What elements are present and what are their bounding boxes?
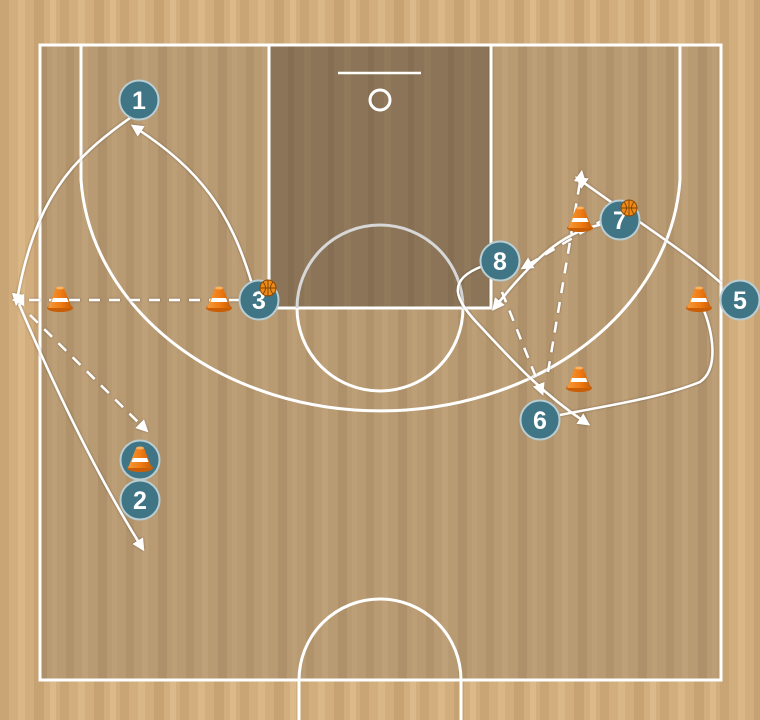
cut-line-1-to-wing <box>11 116 131 307</box>
pass-line-6-to-corner <box>546 169 587 373</box>
traffic-cone-icon <box>127 446 153 472</box>
player-4[interactable] <box>119 439 161 481</box>
cut-line-6-to-5 <box>559 307 714 417</box>
traffic-cone-icon <box>686 286 712 312</box>
cut-line-7-to-8-area <box>492 222 605 311</box>
basketball-icon <box>620 199 638 217</box>
player-5[interactable]: 5 <box>719 279 760 321</box>
court-lines <box>38 43 723 720</box>
player-5-label: 5 <box>733 287 747 315</box>
player-7[interactable]: 7 <box>599 199 641 241</box>
rim <box>368 88 392 112</box>
traffic-cone-icon <box>567 206 593 232</box>
player-1[interactable]: 1 <box>118 79 160 121</box>
cut-line-3-to-top <box>130 124 254 285</box>
player-6-label: 6 <box>533 407 547 435</box>
player-2[interactable]: 2 <box>119 479 161 521</box>
pass-line-8-to-6 <box>500 291 545 396</box>
paint-box <box>267 43 493 310</box>
basketball-icon <box>259 279 277 297</box>
cut-line-5-to-7 <box>574 176 723 285</box>
play-actions <box>11 116 723 552</box>
pass-line-wing-to-4 <box>29 314 149 433</box>
player-3[interactable]: 3 <box>238 279 280 321</box>
player-1-label: 1 <box>132 87 146 115</box>
free-throw-circle-top <box>295 223 465 309</box>
paint-area <box>269 45 491 308</box>
free-throw-circle-bottom <box>295 307 465 393</box>
cut-line-8-around-to-6 <box>456 264 591 426</box>
player-6[interactable]: 6 <box>519 399 561 441</box>
center-circle <box>297 597 463 720</box>
player-2-label: 2 <box>133 487 147 515</box>
traffic-cone-icon <box>566 366 592 392</box>
pass-line-7-to-8 <box>520 216 607 270</box>
cut-line-wing-to-2 <box>17 303 145 552</box>
player-8-label: 8 <box>493 248 507 276</box>
cones <box>47 206 712 392</box>
player-8[interactable]: 8 <box>479 240 521 282</box>
traffic-cone-icon <box>47 286 73 312</box>
three-point-line <box>79 45 682 413</box>
traffic-cone-icon <box>206 286 232 312</box>
